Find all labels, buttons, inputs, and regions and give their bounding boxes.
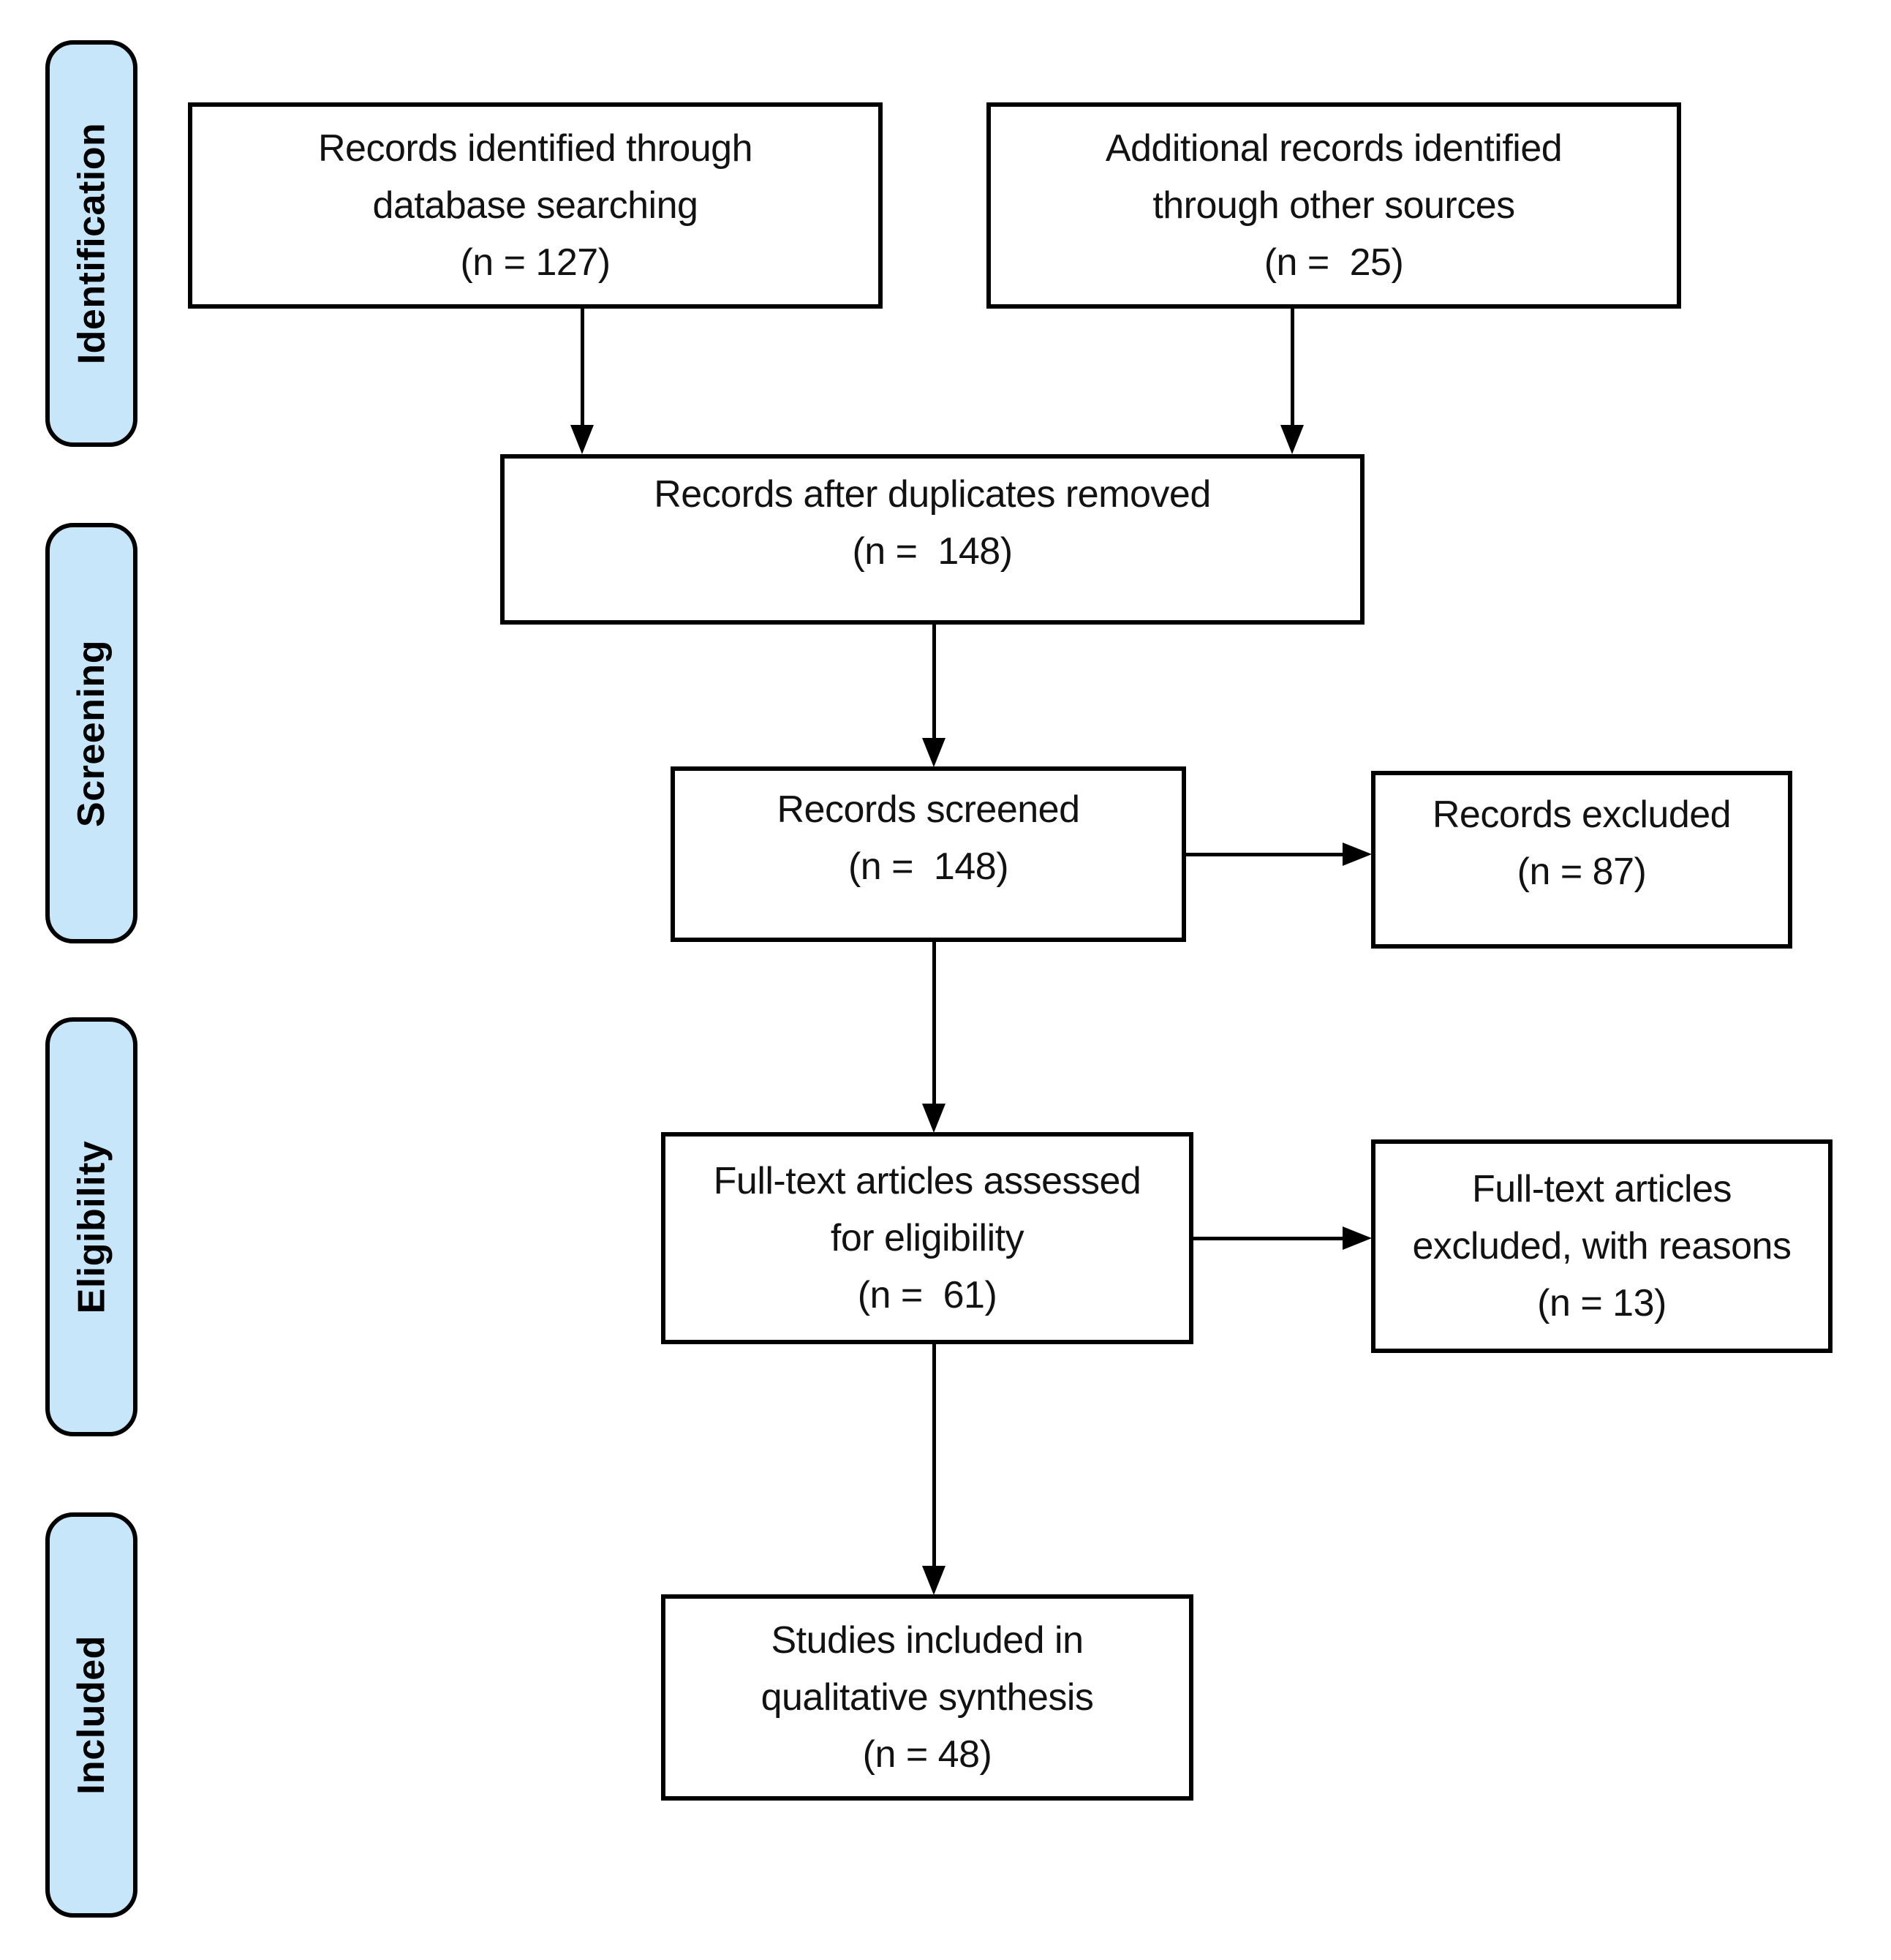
node-additional-records: Additional records identified through ot…	[986, 102, 1681, 309]
arrow-duplicates-to-screened	[922, 624, 946, 767]
arrowhead-right-icon	[1343, 1226, 1372, 1250]
arrow-shaft	[932, 941, 936, 1104]
stage-eligibility-label: Eligibility	[70, 1140, 113, 1313]
stage-eligibility: Eligibility	[45, 1017, 137, 1436]
arrow-shaft	[1193, 1236, 1343, 1240]
node-studies-included: Studies included in qualitative synthesi…	[661, 1594, 1193, 1801]
node-fulltext-excluded-line2: excluded, with reasons	[1412, 1225, 1792, 1267]
stage-identification: Identification	[45, 40, 137, 447]
node-duplicates-removed: Records after duplicates removed (n = 14…	[500, 454, 1365, 625]
arrowhead-down-icon	[922, 1566, 946, 1595]
stage-screening: Screening	[45, 523, 137, 943]
node-additional-records-line2: through other sources	[1152, 184, 1515, 227]
node-records-excluded-line1: Records excluded	[1432, 794, 1732, 836]
arrowhead-down-icon	[570, 425, 594, 454]
arrow-fulltext-to-excluded	[1193, 1226, 1372, 1250]
arrowhead-down-icon	[922, 1104, 946, 1133]
node-additional-records-line1: Additional records identified	[1105, 127, 1563, 170]
node-fulltext-assessed-line1: Full-text articles assessed	[713, 1160, 1141, 1202]
node-records-excluded: Records excluded (n = 87)	[1371, 771, 1792, 949]
arrow-shaft	[1290, 307, 1294, 425]
arrow-shaft	[932, 624, 936, 738]
arrow-fulltext-to-included	[922, 1344, 946, 1595]
node-fulltext-assessed-line2: for eligibility	[830, 1217, 1024, 1259]
stage-included-label: Included	[70, 1635, 113, 1795]
node-additional-records-count: (n = 25)	[1264, 241, 1404, 284]
node-records-identified-line2: database searching	[372, 184, 698, 227]
arrowhead-down-icon	[922, 738, 946, 767]
node-studies-included-line1: Studies included in	[771, 1619, 1084, 1662]
node-fulltext-excluded-count: (n = 13)	[1537, 1282, 1667, 1324]
arrow-shaft	[1186, 852, 1343, 856]
node-duplicates-removed-count: (n = 148)	[852, 530, 1013, 573]
stage-included: Included	[45, 1512, 137, 1918]
arrow-screened-to-fulltext	[922, 941, 946, 1133]
stage-screening-label: Screening	[70, 639, 113, 827]
arrowhead-right-icon	[1343, 843, 1372, 866]
node-fulltext-assessed: Full-text articles assessed for eligibil…	[661, 1132, 1193, 1344]
node-records-screened-line1: Records screened	[777, 788, 1081, 831]
node-fulltext-excluded: Full-text articles excluded, with reason…	[1371, 1139, 1833, 1353]
node-studies-included-line2: qualitative synthesis	[760, 1676, 1094, 1719]
node-records-screened-count: (n = 148)	[848, 845, 1009, 888]
arrow-shaft	[580, 307, 584, 425]
node-records-identified: Records identified through database sear…	[188, 102, 883, 309]
node-duplicates-removed-line1: Records after duplicates removed	[654, 473, 1211, 516]
node-records-screened: Records screened (n = 148)	[671, 766, 1186, 942]
arrow-shaft	[932, 1344, 936, 1566]
node-studies-included-count: (n = 48)	[862, 1733, 992, 1776]
node-records-identified-count: (n = 127)	[460, 241, 611, 284]
node-fulltext-excluded-line1: Full-text articles	[1471, 1168, 1732, 1210]
arrow-screened-to-excluded	[1186, 843, 1372, 866]
node-records-identified-line1: Records identified through	[317, 127, 753, 170]
arrow-additional-to-duplicates	[1280, 307, 1304, 454]
node-records-excluded-count: (n = 87)	[1517, 851, 1647, 893]
arrowhead-down-icon	[1280, 425, 1304, 454]
node-fulltext-assessed-count: (n = 61)	[857, 1274, 997, 1316]
arrow-identified-to-duplicates	[570, 307, 594, 454]
stage-identification-label: Identification	[70, 122, 113, 365]
